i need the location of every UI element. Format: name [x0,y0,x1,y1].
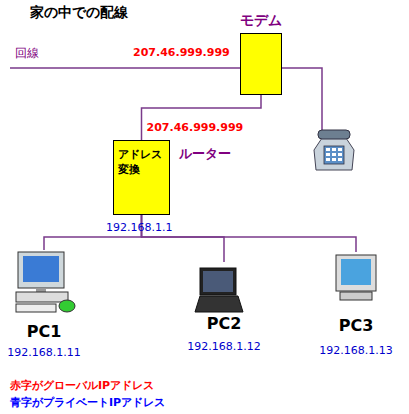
telephone-icon [332,148,336,151]
pc-name: PC2 [180,314,268,333]
ip-address: 192.168.1.13 [310,344,402,357]
desktop-pc-icon [36,288,46,292]
pc-node: PC2192.168.1.12 [190,262,258,354]
line-label: 回線 [15,45,39,62]
monitor-pc-icon [341,259,371,285]
modem-body [240,33,282,95]
desktop-pc-icon [23,256,59,282]
legend-text: 赤字がグローバルIPアドレス [10,379,154,392]
monitor-pc-icon [336,255,376,291]
telephone-icon [326,148,342,161]
ip-address: 192.168.1.12 [180,340,268,353]
global-ip: 207.46.999.999 [147,121,244,134]
network-cable [142,215,357,252]
telephone-icon [314,138,354,170]
laptop-icon [200,268,236,295]
legend-text: 青字がプライベートIPアドレス [10,396,165,409]
telephone-icon [326,158,330,161]
router-function: アドレス 変換 [118,147,167,177]
desktop-pc-icon [18,252,64,288]
telephone-icon [332,153,336,156]
desktop-pc-icon [16,292,68,302]
telephone-icon [338,158,342,161]
modem-box: モデム [240,12,282,95]
global-ip: 207.46.999.999 [133,46,230,59]
device-heading: ルーター [179,145,231,163]
telephone-icon [318,130,350,139]
laptop-icon [203,271,233,292]
laptop-icon [195,268,243,312]
laptop-icon [195,296,243,312]
telephone-icon [338,153,342,156]
legend-item: 赤字がグローバルIPアドレス [10,378,154,393]
monitor-pc-icon [336,255,376,300]
telephone-icon [338,148,342,151]
desktop-pc-icon [16,304,56,312]
private-ip: 192.168.1.1 [106,221,172,234]
telephone-icon [326,148,330,151]
telephone-icon [326,153,330,156]
desktop-pc-icon [16,252,75,312]
legend-item: 青字がプライベートIPアドレス [10,395,165,410]
desktop-pc-icon [59,300,75,312]
device-heading: モデム [230,12,292,30]
pc-node: PC1192.168.1.11 [5,250,83,362]
diagram-title: 家の中での配線 [30,4,128,22]
telephone-icon [314,130,354,170]
legend-color: 赤字がグローバルIPアドレス [10,379,154,392]
pc-name: PC3 [310,316,402,335]
telephone-icon [332,158,336,161]
ip-address: 192.168.1.11 [0,346,93,359]
pc-name: PC1 [0,322,93,341]
monitor-pc-icon [340,292,372,300]
pc-node: PC3192.168.1.13 [320,252,392,360]
network-cable [142,95,262,140]
router-box: アドレス 変換ルーター [113,140,170,215]
legend-color: 青字がプライベートIPアドレス [10,396,165,409]
telephone-icon [324,146,344,164]
